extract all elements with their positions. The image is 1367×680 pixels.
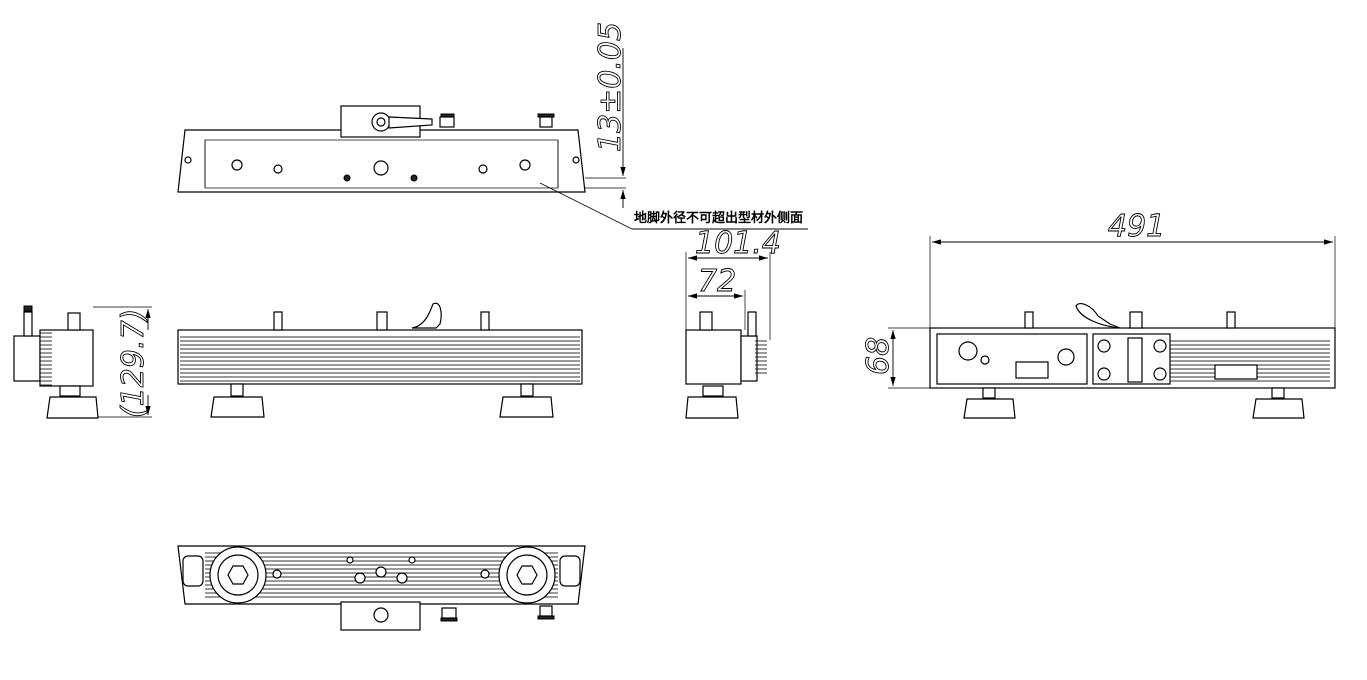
right-view: 491 68: [861, 209, 1336, 419]
dimension-height-tolerance: 13±0.05: [585, 21, 628, 208]
dimension-label: 101.4: [695, 226, 781, 261]
bottom-view: [177, 545, 586, 631]
dimension-label: 68: [861, 337, 896, 375]
dimension-label: 13±0.05: [593, 22, 628, 152]
end-view: 101.4 72: [685, 226, 781, 419]
foot-note-leader: 地脚外径不可超出型材外侧面: [539, 182, 808, 230]
front-view: [177, 302, 583, 418]
dimension-label: (129.7): [116, 309, 151, 418]
left-side-view: (129.7): [13, 305, 152, 419]
dimension-label: 72: [698, 264, 736, 299]
dimension-label: 491: [1108, 209, 1165, 244]
top-view: [177, 105, 586, 193]
foot-note: 地脚外径不可超出型材外侧面: [634, 210, 803, 226]
